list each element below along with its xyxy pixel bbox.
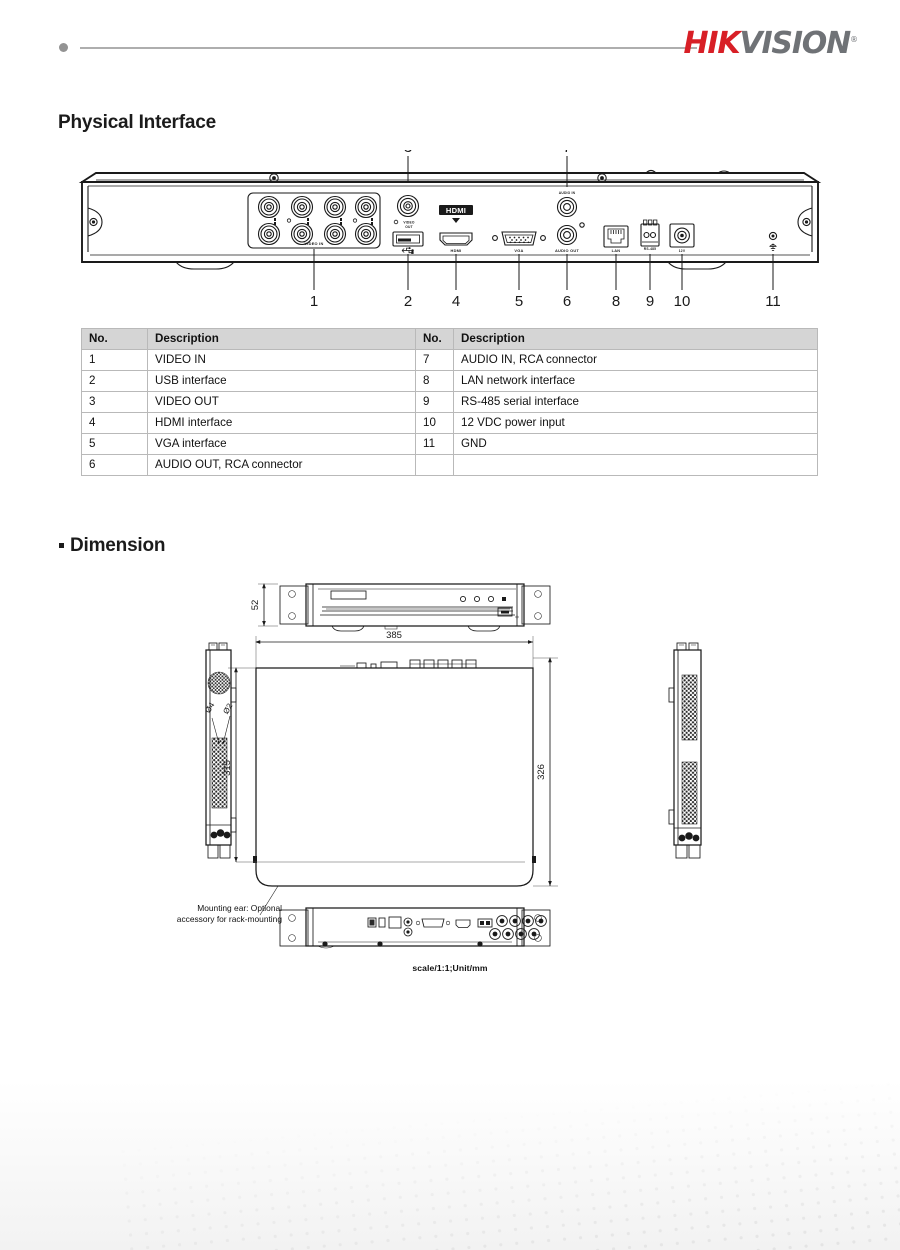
cell-no-left: 2 bbox=[81, 370, 148, 392]
callout-10: 10 bbox=[674, 293, 691, 310]
cell-no-right: 9 bbox=[415, 391, 454, 413]
rear-panel-diagram: .ln { fill:none; stroke:#1a1a1a; stroke-… bbox=[78, 150, 822, 310]
cell-desc-left: VIDEO IN bbox=[147, 349, 416, 371]
svg-text:VIDEO IN: VIDEO IN bbox=[304, 241, 323, 246]
cell-no-left: 5 bbox=[81, 433, 148, 455]
dimension-heading: Dimension bbox=[70, 535, 166, 556]
svg-text:HDMI: HDMI bbox=[446, 206, 466, 215]
logo-hik-text: HIK bbox=[683, 26, 741, 61]
page-header: HIKVISION® bbox=[0, 0, 900, 92]
cell-no-right: 10 bbox=[415, 412, 454, 434]
callout-9: 9 bbox=[646, 293, 654, 310]
svg-text:AUDIO OUT: AUDIO OUT bbox=[555, 248, 579, 253]
callout-5: 5 bbox=[515, 293, 523, 310]
cell-desc-right: GND bbox=[453, 433, 818, 455]
cell-no-right bbox=[415, 454, 454, 476]
header-divider-line bbox=[80, 47, 697, 49]
callout-3: 3 bbox=[404, 150, 412, 156]
cell-no-left: 6 bbox=[81, 454, 148, 476]
svg-text:VIDEO: VIDEO bbox=[403, 221, 414, 225]
cell-desc-right: AUDIO IN, RCA connector bbox=[453, 349, 818, 371]
cell-desc-left: USB interface bbox=[147, 370, 416, 392]
cell-desc-left: VGA interface bbox=[147, 433, 416, 455]
header-no-left: No. bbox=[81, 328, 148, 350]
header-no-right: No. bbox=[415, 328, 454, 350]
svg-text:AUDIO IN: AUDIO IN bbox=[559, 191, 576, 195]
dim-depth-326: 326 bbox=[536, 764, 547, 780]
mounting-ear-note: Mounting ear: Optional accessory for rac… bbox=[176, 903, 282, 925]
dimension-bullet bbox=[59, 543, 64, 548]
svg-text:RS-485: RS-485 bbox=[644, 247, 656, 251]
scale-unit-note: scale/1:1;Unit/mm bbox=[412, 963, 488, 973]
header-desc-left: Description bbox=[147, 328, 416, 350]
cell-no-left: 1 bbox=[81, 349, 148, 371]
cell-no-left: 4 bbox=[81, 412, 148, 434]
cell-desc-right: LAN network interface bbox=[453, 370, 818, 392]
cell-no-right: 8 bbox=[415, 370, 454, 392]
interface-description-table: No. Description No. Description 1 VIDEO … bbox=[81, 328, 818, 476]
cell-desc-left: VIDEO OUT bbox=[147, 391, 416, 413]
table-row: 2 USB interface 8 LAN network interface bbox=[81, 370, 818, 392]
callout-8: 8 bbox=[612, 293, 620, 310]
cell-no-left: 3 bbox=[81, 391, 148, 413]
header-bullet-dot bbox=[59, 43, 68, 52]
dim-width-385: 385 bbox=[386, 630, 402, 641]
svg-text:VGA: VGA bbox=[514, 248, 523, 253]
table-row: 4 HDMI interface 10 12 VDC power input bbox=[81, 412, 818, 434]
logo-registered-mark: ® bbox=[850, 35, 858, 44]
dim-hole-4: Ø4 bbox=[203, 700, 216, 714]
cell-no-right: 7 bbox=[415, 349, 454, 371]
dimension-drawing: .d { fill:none; stroke:#1a1a1a; stroke-w… bbox=[150, 570, 770, 985]
callout-4: 4 bbox=[452, 293, 460, 310]
dim-hole-2: Ø2 bbox=[221, 701, 234, 715]
svg-text:12V: 12V bbox=[679, 249, 686, 253]
callout-7: 7 bbox=[563, 150, 571, 156]
cell-desc-left: AUDIO OUT, RCA connector bbox=[147, 454, 416, 476]
table-row: 3 VIDEO OUT 9 RS-485 serial interface bbox=[81, 391, 818, 413]
cell-desc-right bbox=[453, 454, 818, 476]
hikvision-logo: HIKVISION® bbox=[684, 29, 858, 59]
svg-text:OUT: OUT bbox=[405, 225, 413, 229]
table-row: 5 VGA interface 11 GND bbox=[81, 433, 818, 455]
cell-desc-left: HDMI interface bbox=[147, 412, 416, 434]
callout-11: 11 bbox=[765, 293, 781, 310]
dim-height-52: 52 bbox=[250, 600, 261, 611]
table-row: 1 VIDEO IN 7 AUDIO IN, RCA connector bbox=[81, 349, 818, 371]
svg-text:LAN: LAN bbox=[612, 248, 621, 253]
table-row: 6 AUDIO OUT, RCA connector bbox=[81, 454, 818, 476]
physical-interface-heading: Physical Interface bbox=[58, 112, 216, 133]
callout-1: 1 bbox=[310, 293, 318, 310]
svg-text:HDMI: HDMI bbox=[451, 248, 462, 253]
halftone-dots-secondary bbox=[110, 1080, 900, 1250]
cell-no-right: 11 bbox=[415, 433, 454, 455]
callout-6: 6 bbox=[563, 293, 571, 310]
callout-2: 2 bbox=[404, 293, 412, 310]
halftone-dots-primary bbox=[0, 1080, 900, 1250]
logo-vision-text: VISION bbox=[739, 26, 851, 61]
footer-halftone-decoration bbox=[0, 1080, 900, 1250]
dim-depth-315: 315 bbox=[222, 760, 233, 776]
header-desc-right: Description bbox=[453, 328, 818, 350]
cell-desc-right: RS-485 serial interface bbox=[453, 391, 818, 413]
table-header-row: No. Description No. Description bbox=[81, 328, 818, 350]
cell-desc-right: 12 VDC power input bbox=[453, 412, 818, 434]
